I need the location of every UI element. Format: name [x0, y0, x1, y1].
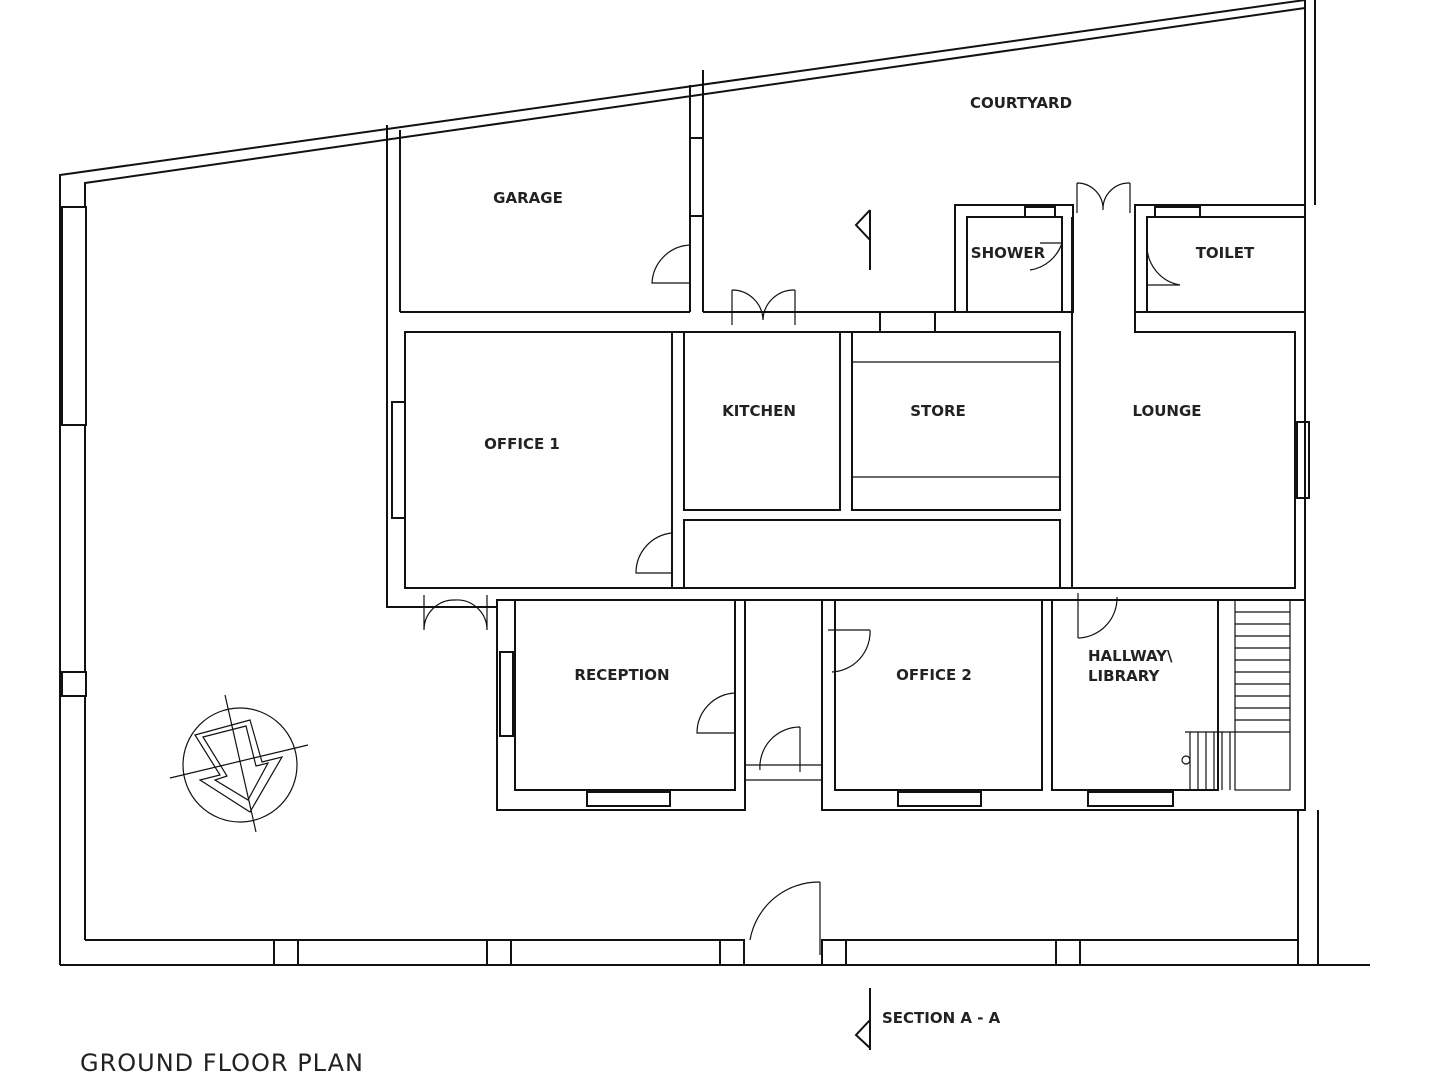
- hallway-room: [1051, 599, 1219, 791]
- plan-title: GROUND FLOOR PLAN: [80, 1049, 364, 1077]
- section-marker-top: [854, 209, 871, 270]
- office2-room: [834, 599, 1043, 791]
- room-label-office2: OFFICE 2: [896, 666, 972, 684]
- room-label-garage: GARAGE: [493, 189, 563, 207]
- main-building: [386, 205, 1310, 631]
- room-label-hallway: HALLWAY\: [1088, 647, 1173, 665]
- section-marker-bottom: [854, 988, 871, 1050]
- room-label-lounge: LOUNGE: [1132, 402, 1201, 420]
- reception-room: [514, 599, 736, 791]
- room-label-shower: SHOWER: [971, 244, 1046, 262]
- office1-room: [404, 331, 673, 589]
- room-label-store: STORE: [910, 402, 966, 420]
- site-boundary: [59, 0, 1370, 966]
- boundary-window: [61, 206, 87, 426]
- lower-wing: [496, 593, 1306, 811]
- room-label-toilet: TOILET: [1196, 244, 1255, 262]
- north-arrow-icon: [169, 694, 309, 833]
- garage-walls: [400, 244, 955, 333]
- staircase: [1181, 599, 1291, 791]
- room-label-kitchen: KITCHEN: [722, 402, 796, 420]
- room-label-reception: RECEPTION: [574, 666, 669, 684]
- section-label: SECTION A - A: [882, 1009, 1001, 1027]
- wet-rooms: [954, 182, 1306, 313]
- store-room: [851, 331, 1061, 511]
- room-label-library: LIBRARY: [1088, 667, 1160, 685]
- room-label-courtyard: COURTYARD: [970, 94, 1072, 112]
- room-label-office1: OFFICE 1: [484, 435, 560, 453]
- entrance-door[interactable]: [749, 881, 821, 955]
- kitchen-room: [683, 331, 841, 511]
